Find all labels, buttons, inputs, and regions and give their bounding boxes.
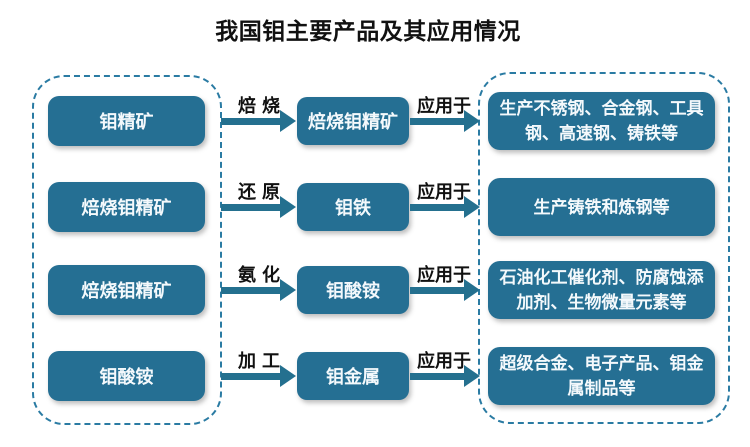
process-label: 还原 bbox=[238, 182, 286, 202]
product-box: 钼酸铵 bbox=[297, 266, 409, 314]
page-title: 我国钼主要产品及其应用情况 bbox=[215, 19, 521, 44]
source-box: 焙烧钼精矿 bbox=[48, 265, 205, 315]
product-box: 钼铁 bbox=[297, 183, 409, 231]
process-arrow-icon bbox=[221, 110, 296, 132]
apply-label: 应用于 bbox=[417, 182, 471, 202]
source-group-panel bbox=[32, 75, 222, 425]
apply-label: 应用于 bbox=[417, 265, 471, 285]
process-label: 焙烧 bbox=[238, 96, 286, 116]
apply-arrow-icon bbox=[410, 110, 480, 132]
source-box: 钼精矿 bbox=[48, 96, 205, 146]
product-box: 焙烧钼精矿 bbox=[297, 97, 409, 145]
application-box: 超级合金、电子产品、钼金属制品等 bbox=[488, 347, 715, 405]
apply-arrow-icon bbox=[410, 279, 480, 301]
process-label: 加工 bbox=[238, 351, 286, 371]
apply-label: 应用于 bbox=[417, 96, 471, 116]
application-box: 石油化工催化剂、防腐蚀添加剂、生物微量元素等 bbox=[488, 261, 715, 319]
application-box: 生产不锈钢、合金钢、工具钢、高速钢、铸铁等 bbox=[488, 92, 715, 150]
application-group-panel bbox=[478, 72, 730, 424]
application-box: 生产铸铁和炼钢等 bbox=[488, 178, 715, 236]
product-box: 钼金属 bbox=[297, 352, 409, 400]
flow-row: 钼精矿 焙烧 焙烧钼精矿 应用于 生产不锈钢、合金钢、工具钢、高速钢、铸铁等 bbox=[0, 86, 750, 156]
process-arrow-icon bbox=[221, 365, 296, 387]
process-arrow-icon bbox=[221, 279, 296, 301]
source-box: 钼酸铵 bbox=[48, 351, 205, 401]
apply-label: 应用于 bbox=[417, 351, 471, 371]
apply-arrow-icon bbox=[410, 196, 480, 218]
apply-arrow-icon bbox=[410, 365, 480, 387]
flow-row: 钼酸铵 加工 钼金属 应用于 超级合金、电子产品、钼金属制品等 bbox=[0, 341, 750, 411]
flow-row: 焙烧钼精矿 还原 钼铁 应用于 生产铸铁和炼钢等 bbox=[0, 172, 750, 242]
flow-row: 焙烧钼精矿 氨化 钼酸铵 应用于 石油化工催化剂、防腐蚀添加剂、生物微量元素等 bbox=[0, 255, 750, 325]
process-label: 氨化 bbox=[238, 265, 286, 285]
source-box: 焙烧钼精矿 bbox=[48, 182, 205, 232]
process-arrow-icon bbox=[221, 196, 296, 218]
